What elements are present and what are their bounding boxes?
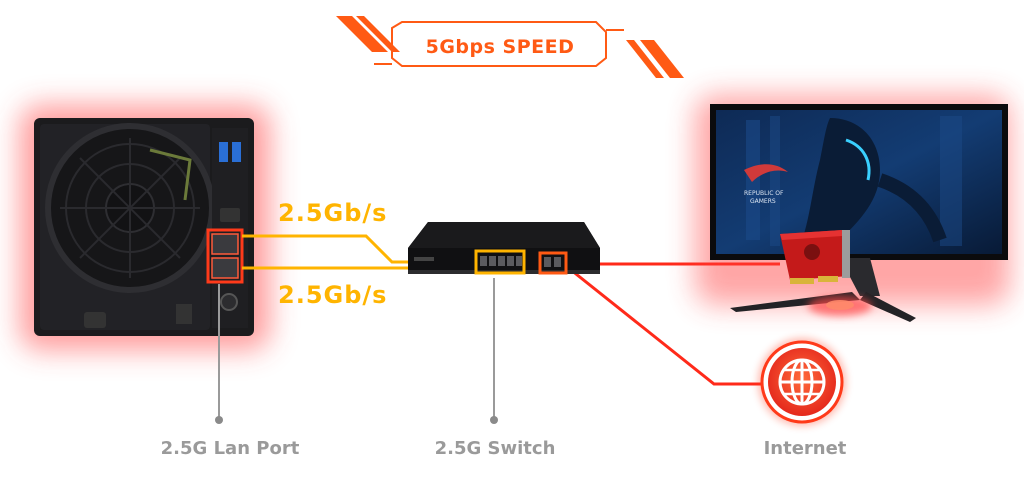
network-card — [780, 230, 850, 284]
network-switch — [408, 222, 600, 275]
link-rate-label-top: 2.5Gb/s — [278, 199, 388, 227]
caption-pointers — [215, 278, 498, 424]
speed-banner-label: 5Gbps SPEED — [425, 36, 575, 58]
link-rate-label-bottom: 2.5Gb/s — [278, 281, 388, 309]
monitor-brand-line1: REPUBLIC OF — [744, 190, 784, 197]
nas-device — [34, 118, 254, 336]
monitor-brand-line2: GAMERS — [750, 198, 776, 205]
caption-switch: 2.5G Switch — [434, 438, 556, 459]
internet-globe-icon — [758, 338, 846, 426]
gaming-monitor: REPUBLIC OF GAMERS — [710, 104, 1008, 322]
caption-lan-port: 2.5G Lan Port — [160, 438, 300, 459]
caption-internet: Internet — [763, 438, 847, 459]
speed-banner-decoration — [336, 16, 684, 78]
